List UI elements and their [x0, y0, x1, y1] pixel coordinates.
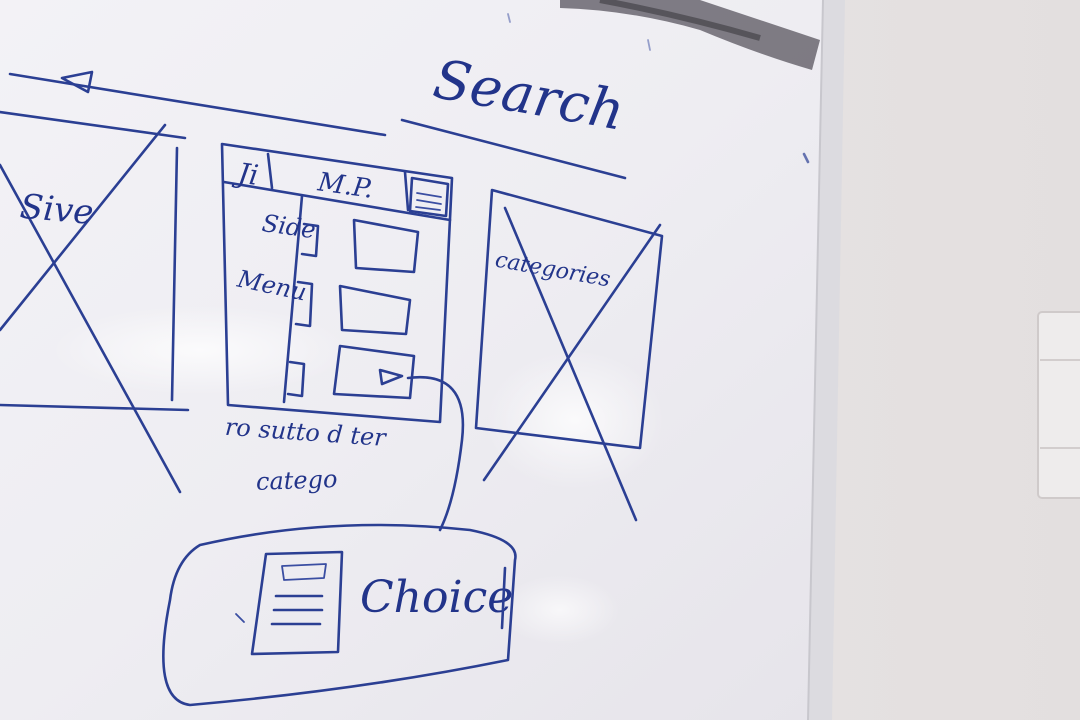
wall-switch-plate	[1037, 311, 1080, 499]
left-panel-top	[0, 110, 187, 140]
products-caption-line2: catego	[256, 465, 338, 496]
left-label: Sive	[18, 187, 95, 233]
categories-cross-a	[503, 206, 638, 522]
connector-line	[406, 375, 465, 532]
left-panel-cross-a	[0, 163, 182, 494]
left-panel-bottom	[0, 403, 190, 412]
product-card-2	[338, 284, 412, 336]
whiteboard-frame	[808, 0, 845, 720]
phone-header-divider	[222, 180, 452, 222]
categories-cross-b	[482, 223, 662, 482]
whiteboard-surface	[0, 0, 835, 720]
phone-wireframe: Ji M.P. Side Menu	[220, 142, 454, 424]
side-menu-divider	[282, 194, 304, 404]
product-card-3	[332, 344, 416, 400]
document-icon	[235, 550, 344, 656]
arrow-icon	[60, 70, 94, 94]
choice-label: Choice	[360, 572, 513, 623]
choice-bubble: Choice	[162, 523, 517, 707]
hamburger-menu-icon	[408, 176, 450, 218]
product-card-1	[352, 218, 420, 274]
eraser-smudge	[560, 0, 820, 70]
arrow-right-icon	[378, 368, 404, 386]
search-underline	[400, 118, 627, 180]
left-panel-cross-b	[0, 123, 167, 332]
left-panel-right	[170, 146, 179, 402]
